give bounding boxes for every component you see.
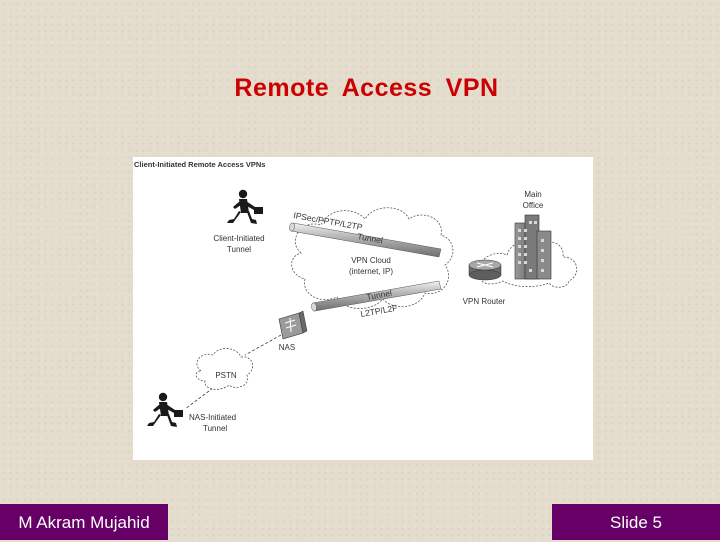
- slide-number: Slide 5: [552, 504, 720, 540]
- vpn-diagram-svg: Client-Initiated Remote Access VPNs Main…: [134, 160, 577, 433]
- vpn-cloud-label-2: (internet, IP): [349, 267, 393, 276]
- nas-tunnel-label-2: Tunnel: [203, 424, 227, 433]
- main-office-label-1: Main: [524, 190, 541, 199]
- client-tunnel-label-1: Client-Initiated: [213, 234, 264, 243]
- nas-icon: [278, 310, 308, 340]
- lower-tunnel-label: Tunnel: [366, 288, 393, 302]
- nas-tunnel-label-1: NAS-Initiated: [189, 413, 236, 422]
- vpn-cloud-label-1: VPN Cloud: [351, 256, 391, 265]
- vpn-diagram: Client-Initiated Remote Access VPNs Main…: [133, 157, 593, 460]
- slide-title: Remote Access VPN: [234, 74, 499, 102]
- nas-pstn-link: [244, 334, 282, 356]
- upper-tunnel-label: Tunnel: [357, 231, 384, 245]
- nas-label: NAS: [279, 343, 295, 352]
- diagram-caption: Client-Initiated Remote Access VPNs: [134, 160, 265, 169]
- nas-user-icon: [147, 392, 183, 427]
- vpn-router-icon: [468, 259, 502, 281]
- vpn-router-label: VPN Router: [463, 297, 506, 306]
- main-office-label-2: Office: [523, 201, 544, 210]
- client-user-icon: [227, 189, 263, 224]
- pstn-cloud: [195, 348, 254, 390]
- client-tunnel-label-2: Tunnel: [227, 245, 251, 254]
- pstn-label: PSTN: [215, 371, 237, 380]
- office-building-icon: [514, 214, 552, 280]
- author-footer: M Akram Mujahid: [0, 504, 168, 540]
